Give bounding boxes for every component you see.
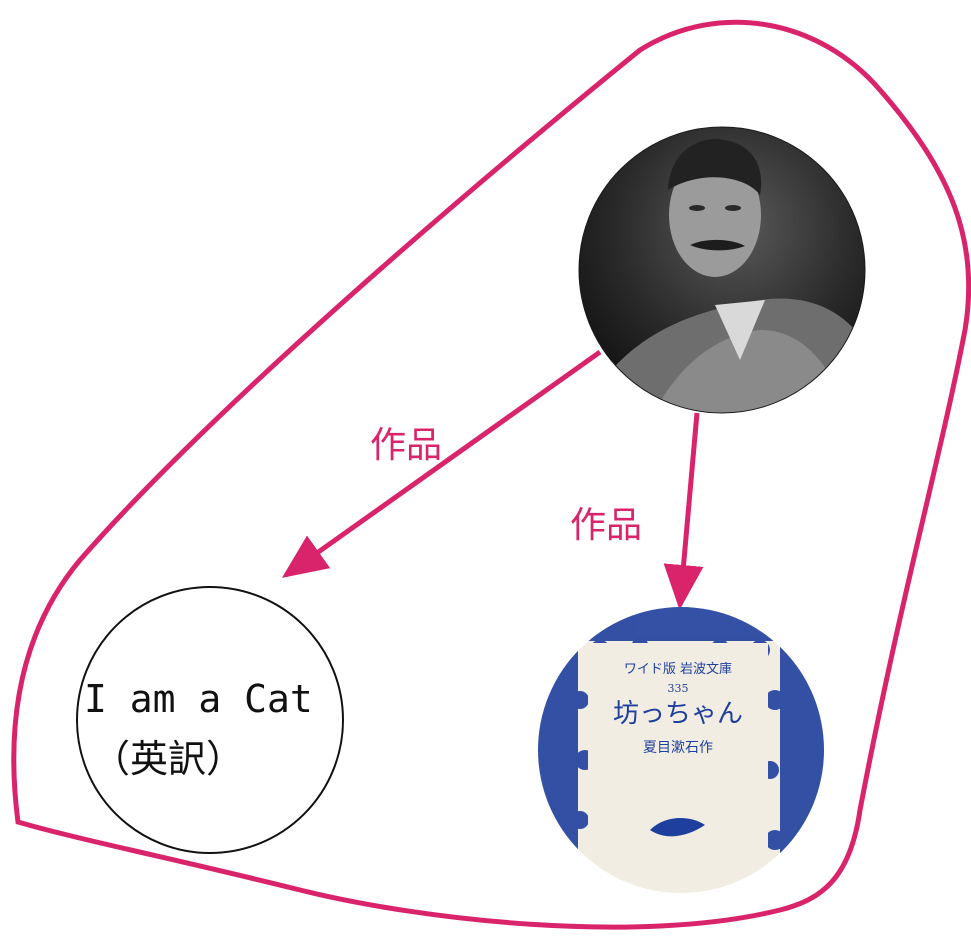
cover-author: 夏目漱石作 bbox=[643, 740, 713, 756]
book-translation-line2: （英訳） bbox=[92, 737, 244, 781]
cover-title: 坊っちゃん bbox=[613, 699, 743, 729]
cover-series: ワイド版 岩波文庫 bbox=[624, 662, 732, 677]
edge-author-to-cat bbox=[286, 352, 600, 575]
book-translation-node: I am a Cat （英訳） bbox=[77, 587, 343, 853]
edge-label-botchan: 作品 bbox=[570, 505, 642, 546]
cover-number: 335 bbox=[668, 682, 689, 695]
edge-label-cat: 作品 bbox=[370, 425, 442, 466]
edge-author-to-botchan bbox=[680, 413, 697, 605]
book-cover-node: ワイド版 岩波文庫 335 坊っちゃん 夏目漱石作 bbox=[538, 605, 830, 905]
book-translation-line1: I am a Cat bbox=[84, 677, 313, 721]
